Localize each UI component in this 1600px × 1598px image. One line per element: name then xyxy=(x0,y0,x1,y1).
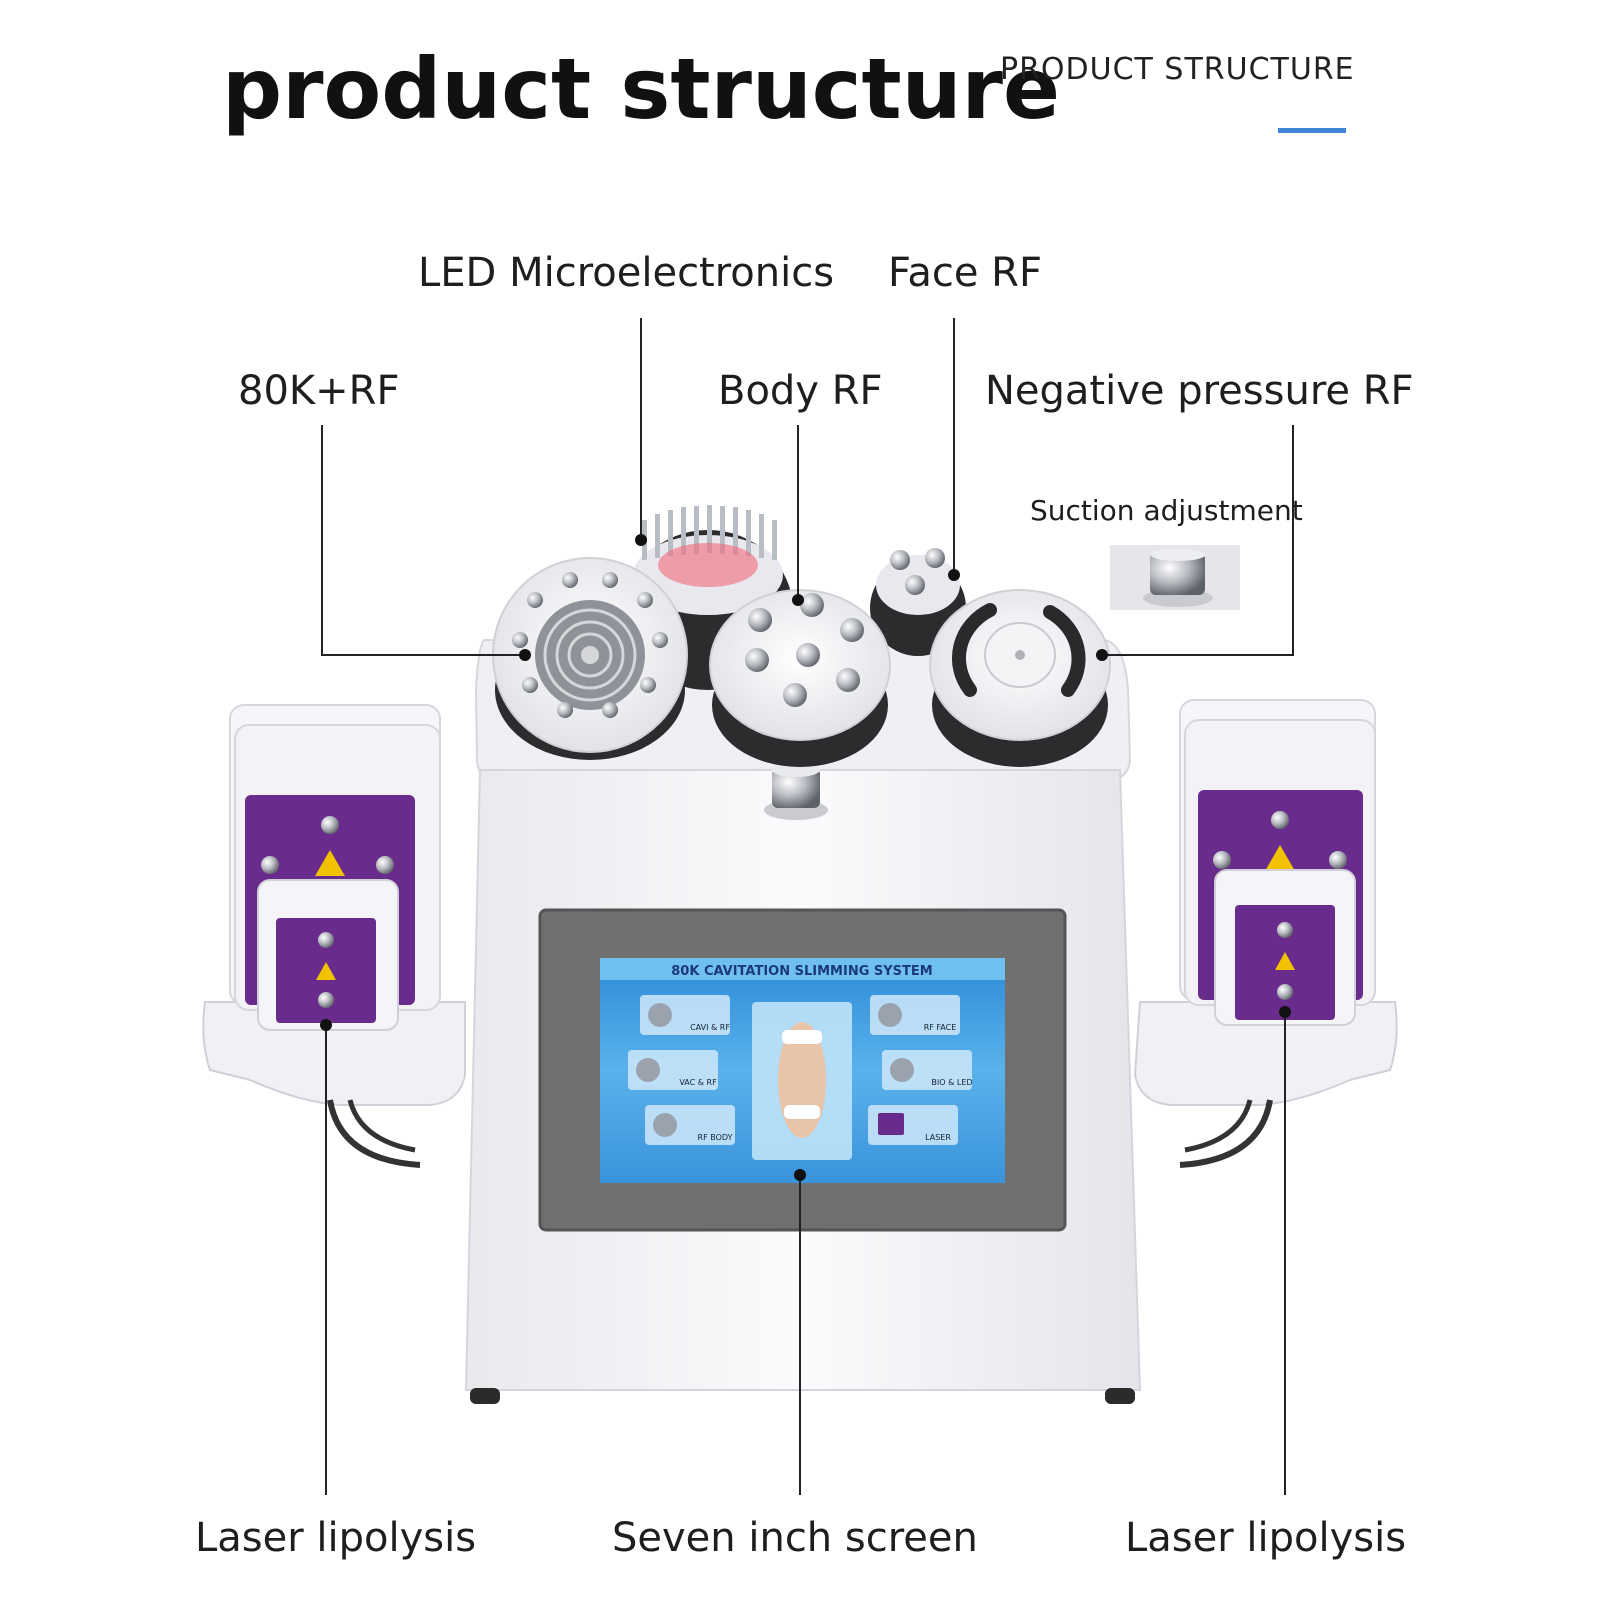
laser-diode-icon xyxy=(1213,851,1231,869)
laser-warning-icon xyxy=(315,850,345,876)
left-laser-holder xyxy=(202,704,466,1168)
laser-warning-icon xyxy=(1265,845,1295,871)
screen-menu-label: RF BODY xyxy=(698,1133,733,1142)
suction-knob xyxy=(1150,553,1205,595)
screen-header-text: 80K CAVITATION SLIMMING SYSTEM xyxy=(671,964,932,979)
rf-electrode-icon xyxy=(637,592,653,608)
rf-electrode-icon xyxy=(836,668,860,692)
leader-negative-pressure xyxy=(1102,425,1294,656)
leader-80k-rf xyxy=(321,425,525,656)
leader-dot xyxy=(519,649,531,661)
rf-electrode-icon xyxy=(925,548,945,568)
tile-probe-icon xyxy=(878,1003,902,1027)
rf-electrode-icon xyxy=(840,618,864,642)
leader-dot xyxy=(635,534,647,546)
label-negative-pressure-rf: Negative pressure RF xyxy=(985,368,1414,414)
foot-left xyxy=(470,1388,500,1404)
laser-diode-icon xyxy=(321,816,339,834)
laser-diode-icon xyxy=(1329,851,1347,869)
rf-electrode-icon xyxy=(557,702,573,718)
screen-menu-label: CAVI & RF xyxy=(690,1023,730,1032)
body-figure-top xyxy=(782,1030,822,1044)
laser-diode-icon xyxy=(1277,984,1293,1000)
rf-electrode-icon xyxy=(905,575,925,595)
rf-electrode-icon xyxy=(512,632,528,648)
screen-menu-label: LASER xyxy=(925,1133,951,1142)
label-suction-adjustment: Suction adjustment xyxy=(1030,494,1303,527)
right-laser-holder xyxy=(1133,699,1398,1168)
leader-dot xyxy=(792,594,804,606)
laser-diode-icon xyxy=(318,932,334,948)
label-face-rf: Face RF xyxy=(888,250,1042,296)
leader-dot xyxy=(948,569,960,581)
leader-dot xyxy=(794,1169,806,1181)
rf-electrode-icon xyxy=(800,593,824,617)
screen-menu-label: RF FACE xyxy=(924,1023,957,1032)
center-knob xyxy=(764,763,828,820)
body-figure-bottom xyxy=(784,1105,820,1119)
screen-menu-label: VAC & RF xyxy=(679,1078,717,1087)
screen-menu-label: BIO & LED xyxy=(931,1078,972,1087)
body-rf-handpiece xyxy=(709,589,891,767)
rf-electrode-icon xyxy=(652,632,668,648)
screen-header-bar xyxy=(600,958,1005,980)
tile-probe-icon xyxy=(648,1003,672,1027)
cavitation-80k-rf-handpiece xyxy=(492,557,688,760)
rf-electrode-icon xyxy=(562,572,578,588)
laser-diode-icon xyxy=(318,992,334,1008)
rf-electrode-icon xyxy=(890,550,910,570)
screen-menu: CAVI & RF VAC & RF RF BODY RF FACE BIO &… xyxy=(628,995,973,1160)
led-microelectronics-handpiece xyxy=(623,505,793,690)
leader-dot xyxy=(1096,649,1108,661)
leader-endpoints xyxy=(320,534,1291,1181)
foot-right xyxy=(1105,1388,1135,1404)
leader-dot xyxy=(320,1019,332,1031)
page-subtitle: PRODUCT STRUCTURE xyxy=(1000,52,1355,87)
laser-diode-icon xyxy=(376,856,394,874)
rf-electrode-icon xyxy=(748,608,772,632)
label-body-rf: Body RF xyxy=(718,368,883,414)
laser-warning-icon xyxy=(1275,952,1295,970)
suction-adjustment-inset xyxy=(1110,545,1240,610)
tile-probe-icon xyxy=(653,1113,677,1137)
leader-lines xyxy=(321,318,1294,1495)
laser-warning-icon xyxy=(316,962,336,980)
label-led-microelectronics: LED Microelectronics xyxy=(418,250,835,296)
laser-diode-icon xyxy=(261,856,279,874)
rf-electrode-icon xyxy=(602,572,618,588)
label-laser-lipolysis-right: Laser lipolysis xyxy=(1125,1515,1407,1561)
page-title: product structure xyxy=(222,40,1060,138)
rf-electrode-icon xyxy=(745,648,769,672)
rf-electrode-icon xyxy=(640,677,656,693)
rf-electrode-icon xyxy=(783,683,807,707)
leader-dot xyxy=(1279,1006,1291,1018)
rf-electrode-icon xyxy=(527,592,543,608)
negative-pressure-rf-handpiece xyxy=(929,589,1111,767)
label-80k-rf: 80K+RF xyxy=(238,368,400,414)
tile-probe-icon xyxy=(636,1058,660,1082)
tile-probe-icon xyxy=(890,1058,914,1082)
laser-diode-icon xyxy=(1271,811,1289,829)
laser-diode-icon xyxy=(1277,922,1293,938)
label-seven-inch-screen: Seven inch screen xyxy=(612,1515,978,1561)
rf-electrode-icon xyxy=(602,702,618,718)
label-laser-lipolysis-left: Laser lipolysis xyxy=(195,1515,477,1561)
rf-electrode-icon xyxy=(796,643,820,667)
subtitle-accent-bar xyxy=(1278,128,1346,133)
tile-laser-pad-icon xyxy=(878,1113,904,1135)
rf-electrode-icon xyxy=(522,677,538,693)
